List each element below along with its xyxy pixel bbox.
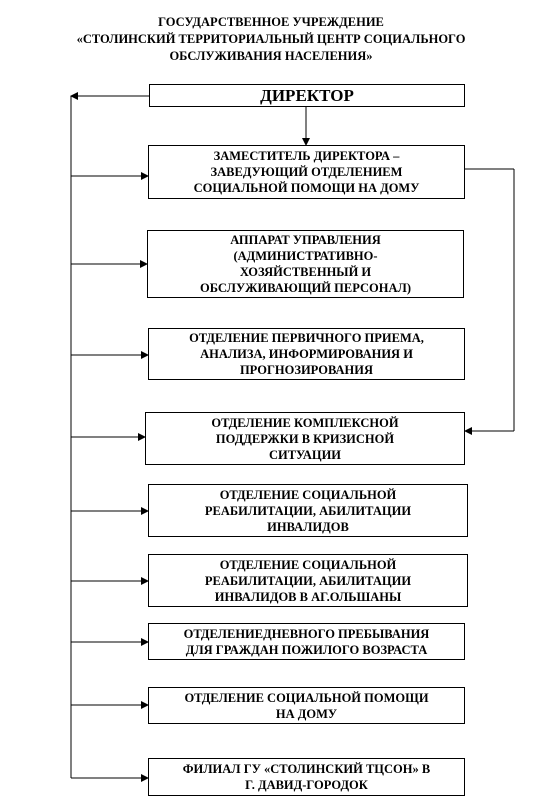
rehabilitation-box: ОТДЕЛЕНИЕ СОЦИАЛЬНОЙ РЕАБИЛИТАЦИИ, АБИЛИ…: [148, 484, 468, 537]
header-line-3: ОБСЛУЖИВАНИЯ НАСЕЛЕНИЯ»: [169, 49, 373, 63]
crisis-line: СИТУАЦИИ: [268, 447, 342, 462]
rehab-olshany-line: ОТДЕЛЕНИЕ СОЦИАЛЬНОЙ: [219, 557, 397, 572]
day-stay-line: ОТДЕЛЕНИЕДНЕВНОГО ПРЕБЫВАНИЯ: [183, 626, 430, 641]
director-box: ДИРЕКТОР: [149, 84, 465, 107]
deputy-line: ЗАВЕДУЮЩИЙ ОТДЕЛЕНИЕМ: [210, 165, 403, 179]
deputy-director-box: ЗАМЕСТИТЕЛЬ ДИРЕКТОРА – ЗАВЕДУЮЩИЙ ОТДЕЛ…: [148, 145, 465, 199]
deputy-line: ЗАМЕСТИТЕЛЬ ДИРЕКТОРА –: [213, 149, 400, 163]
day-stay-line: ДЛЯ ГРАЖДАН ПОЖИЛОГО ВОЗРАСТА: [185, 642, 428, 657]
rehab-line: ОТДЕЛЕНИЕ СОЦИАЛЬНОЙ: [219, 487, 397, 502]
rehab-olshany-line: ИНВАЛИДОВ В АГ.ОЛЬШАНЫ: [214, 589, 402, 604]
primary-line: ОТДЕЛЕНИЕ ПЕРВИЧНОГО ПРИЕМА,: [189, 331, 424, 345]
admin-apparatus-box: АППАРАТ УПРАВЛЕНИЯ (АДМИНИСТРАТИВНО- ХОЗ…: [147, 230, 464, 298]
primary-reception-box: ОТДЕЛЕНИЕ ПЕРВИЧНОГО ПРИЕМА, АНАЛИЗА, ИН…: [148, 328, 465, 380]
header-line-2: «СТОЛИНСКИЙ ТЕРРИТОРИАЛЬНЫЙ ЦЕНТР СОЦИАЛ…: [76, 32, 466, 46]
home-help-line: ОТДЕЛЕНИЕ СОЦИАЛЬНОЙ ПОМОЩИ: [184, 690, 429, 705]
admin-line: ХОЗЯЙСТВЕННЫЙ И: [239, 265, 372, 279]
home-help-line: НА ДОМУ: [275, 706, 338, 721]
header-line-1: ГОСУДАРСТВЕННОЕ УЧРЕЖДЕНИЕ: [158, 15, 384, 29]
rehab-olshany-line: РЕАБИЛИТАЦИИ, АБИЛИТАЦИИ: [204, 573, 412, 588]
admin-line: АППАРАТ УПРАВЛЕНИЯ: [230, 233, 381, 247]
rehab-line: ИНВАЛИДОВ: [267, 519, 349, 534]
primary-line: ПРОГНОЗИРОВАНИЯ: [239, 363, 374, 377]
day-stay-box: ОТДЕЛЕНИЕДНЕВНОГО ПРЕБЫВАНИЯ ДЛЯ ГРАЖДАН…: [148, 623, 465, 660]
director-label: ДИРЕКТОР: [260, 85, 354, 105]
home-help-box: ОТДЕЛЕНИЕ СОЦИАЛЬНОЙ ПОМОЩИ НА ДОМУ: [148, 687, 465, 724]
admin-line: (АДМИНИСТРАТИВНО-: [233, 249, 378, 263]
rehabilitation-olshany-box: ОТДЕЛЕНИЕ СОЦИАЛЬНОЙ РЕАБИЛИТАЦИИ, АБИЛИ…: [148, 554, 468, 607]
branch-box: ФИЛИАЛ ГУ «СТОЛИНСКИЙ ТЦСОН» В Г. ДАВИД-…: [148, 758, 465, 796]
deputy-line: СОЦИАЛЬНОЙ ПОМОЩИ НА ДОМУ: [193, 181, 420, 195]
admin-line: ОБСЛУЖИВАЮЩИЙ ПЕРСОНАЛ): [200, 281, 411, 295]
crisis-line: ОТДЕЛЕНИЕ КОМПЛЕКСНОЙ: [211, 415, 399, 430]
primary-line: АНАЛИЗА, ИНФОРМИРОВАНИЯ И: [200, 347, 413, 361]
branch-line: Г. ДАВИД-ГОРОДОК: [245, 778, 368, 792]
crisis-support-box: ОТДЕЛЕНИЕ КОМПЛЕКСНОЙ ПОДДЕРЖКИ В КРИЗИС…: [145, 412, 465, 465]
crisis-line: ПОДДЕРЖКИ В КРИЗИСНОЙ: [215, 431, 395, 446]
branch-line: ФИЛИАЛ ГУ «СТОЛИНСКИЙ ТЦСОН» В: [182, 762, 431, 776]
rehab-line: РЕАБИЛИТАЦИИ, АБИЛИТАЦИИ: [204, 503, 412, 518]
